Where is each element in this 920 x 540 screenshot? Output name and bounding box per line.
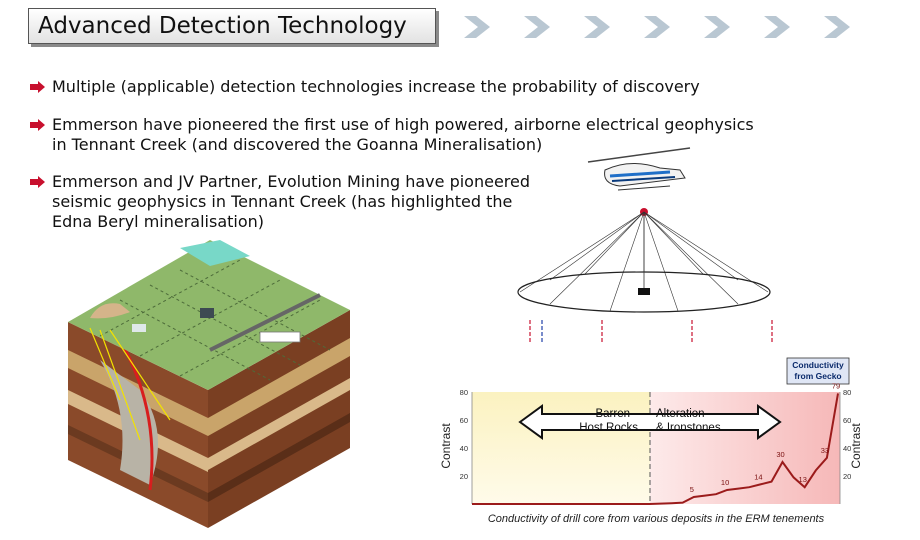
tow-cable [549,211,645,281]
survey-line [179,269,331,351]
legend-line-1: Conductivity [792,360,844,370]
data-label: 33 [821,446,829,455]
zone-label-barren-2: Host Rocks [579,422,638,434]
bullet-2-line-1: Emmerson have pioneered the first use of… [52,115,754,134]
tow-cable [609,211,645,312]
road [209,293,321,352]
survey-line [149,284,301,366]
bullet-2-line-2: in Tennant Creek (and discovered the Goa… [52,135,543,154]
tick-label-left: 80 [460,388,468,397]
bullet-1: Multiple (applicable) detection technolo… [30,77,790,97]
tick-label-left: 20 [460,472,468,481]
data-labels: 5 10 14 30 13 33 79 [690,381,840,494]
chevron-right-icon [524,16,550,38]
truck-icon [200,308,214,318]
conductivity-series-line [472,393,839,505]
legend-box [786,357,850,385]
rock-layer [208,413,350,502]
tow-cable [519,211,645,293]
chevron-right-icon [764,16,790,38]
left-axis-ticks: 20 40 60 80 [460,388,468,481]
red-arrow-bullet-icon [30,176,45,188]
rock-layer [208,338,350,436]
data-label: 13 [799,475,807,484]
tick-label-right: 40 [843,444,851,453]
airborne-em-system [517,147,773,342]
zone-label-alteration-2: & Ironstones [656,422,721,434]
alteration-zone [650,392,840,504]
helicopter-icon [587,147,691,191]
tick-label-left: 60 [460,416,468,425]
bullet-2: Emmerson have pioneered the first use of… [30,115,830,155]
zone-label-alteration-1: Alteration [656,408,705,420]
left-axis-label: Contrast [439,423,453,469]
tow-cable [643,211,679,312]
bullet-1-line-1: Multiple (applicable) detection technolo… [52,77,700,96]
bullet-3-line-2: seismic geophysics in Tennant Creek (has… [52,192,513,211]
tow-cable [584,211,645,275]
survey-line [119,299,271,381]
bullet-3-line-3: Edna Beryl mineralisation) [52,212,265,231]
chevron-right-icon [644,16,670,38]
tow-cable [643,211,739,305]
data-label: 10 [721,478,729,487]
red-arrow-bullet-icon [30,81,45,93]
bullet-3: Emmerson and JV Partner, Evolution Minin… [30,172,590,232]
data-label: 14 [754,472,762,481]
tow-cable [643,211,704,275]
seismic-rays [89,327,171,441]
zone-label-barren-1: Barren [595,408,630,420]
tick-label-right: 20 [843,472,851,481]
legend-line-2: from Gecko [794,371,841,381]
slide-title: Advanced Detection Technology [38,13,407,39]
receiver-icon [638,288,650,295]
chevron-right-icon [824,16,850,38]
tow-cable [643,211,739,281]
chevron-right-icon [464,16,490,38]
tow-cable [643,211,769,293]
fault-line [118,339,154,491]
right-axis-label: Contrast [849,423,863,469]
chevron-right-icon [584,16,610,38]
barren-zone [472,392,650,504]
right-axis-ticks: 20 40 60 80 [843,388,851,481]
data-label: 30 [776,450,784,459]
tow-cables [519,211,769,312]
chevron-decoration [464,16,850,38]
data-label: 5 [690,485,694,494]
conductivity-chart: 20 40 60 80 20 40 60 80 Contrast Contrast Barr… [439,357,863,525]
tick-label-left: 40 [460,444,468,453]
slide-title-box: Advanced Detection Technology [28,8,436,44]
em-signal-arrows [529,320,773,342]
intrusion-body [100,360,158,485]
bullet-3-line-1: Emmerson and JV Partner, Evolution Minin… [52,172,531,191]
rock-layer [208,378,350,470]
double-arrow [518,404,782,440]
chart-caption: Conductivity of drill core from various … [488,513,825,525]
hill [90,303,130,319]
geological-block-icon [68,240,350,528]
chevron-right-icon [704,16,730,38]
buildings [259,331,301,343]
tick-label-right: 60 [843,416,851,425]
data-label: 79 [832,381,840,390]
tow-cable [549,211,645,305]
red-arrow-bullet-icon [30,119,45,131]
vehicle-icon [132,324,146,332]
pond [180,240,250,266]
tick-label-right: 80 [843,388,851,397]
